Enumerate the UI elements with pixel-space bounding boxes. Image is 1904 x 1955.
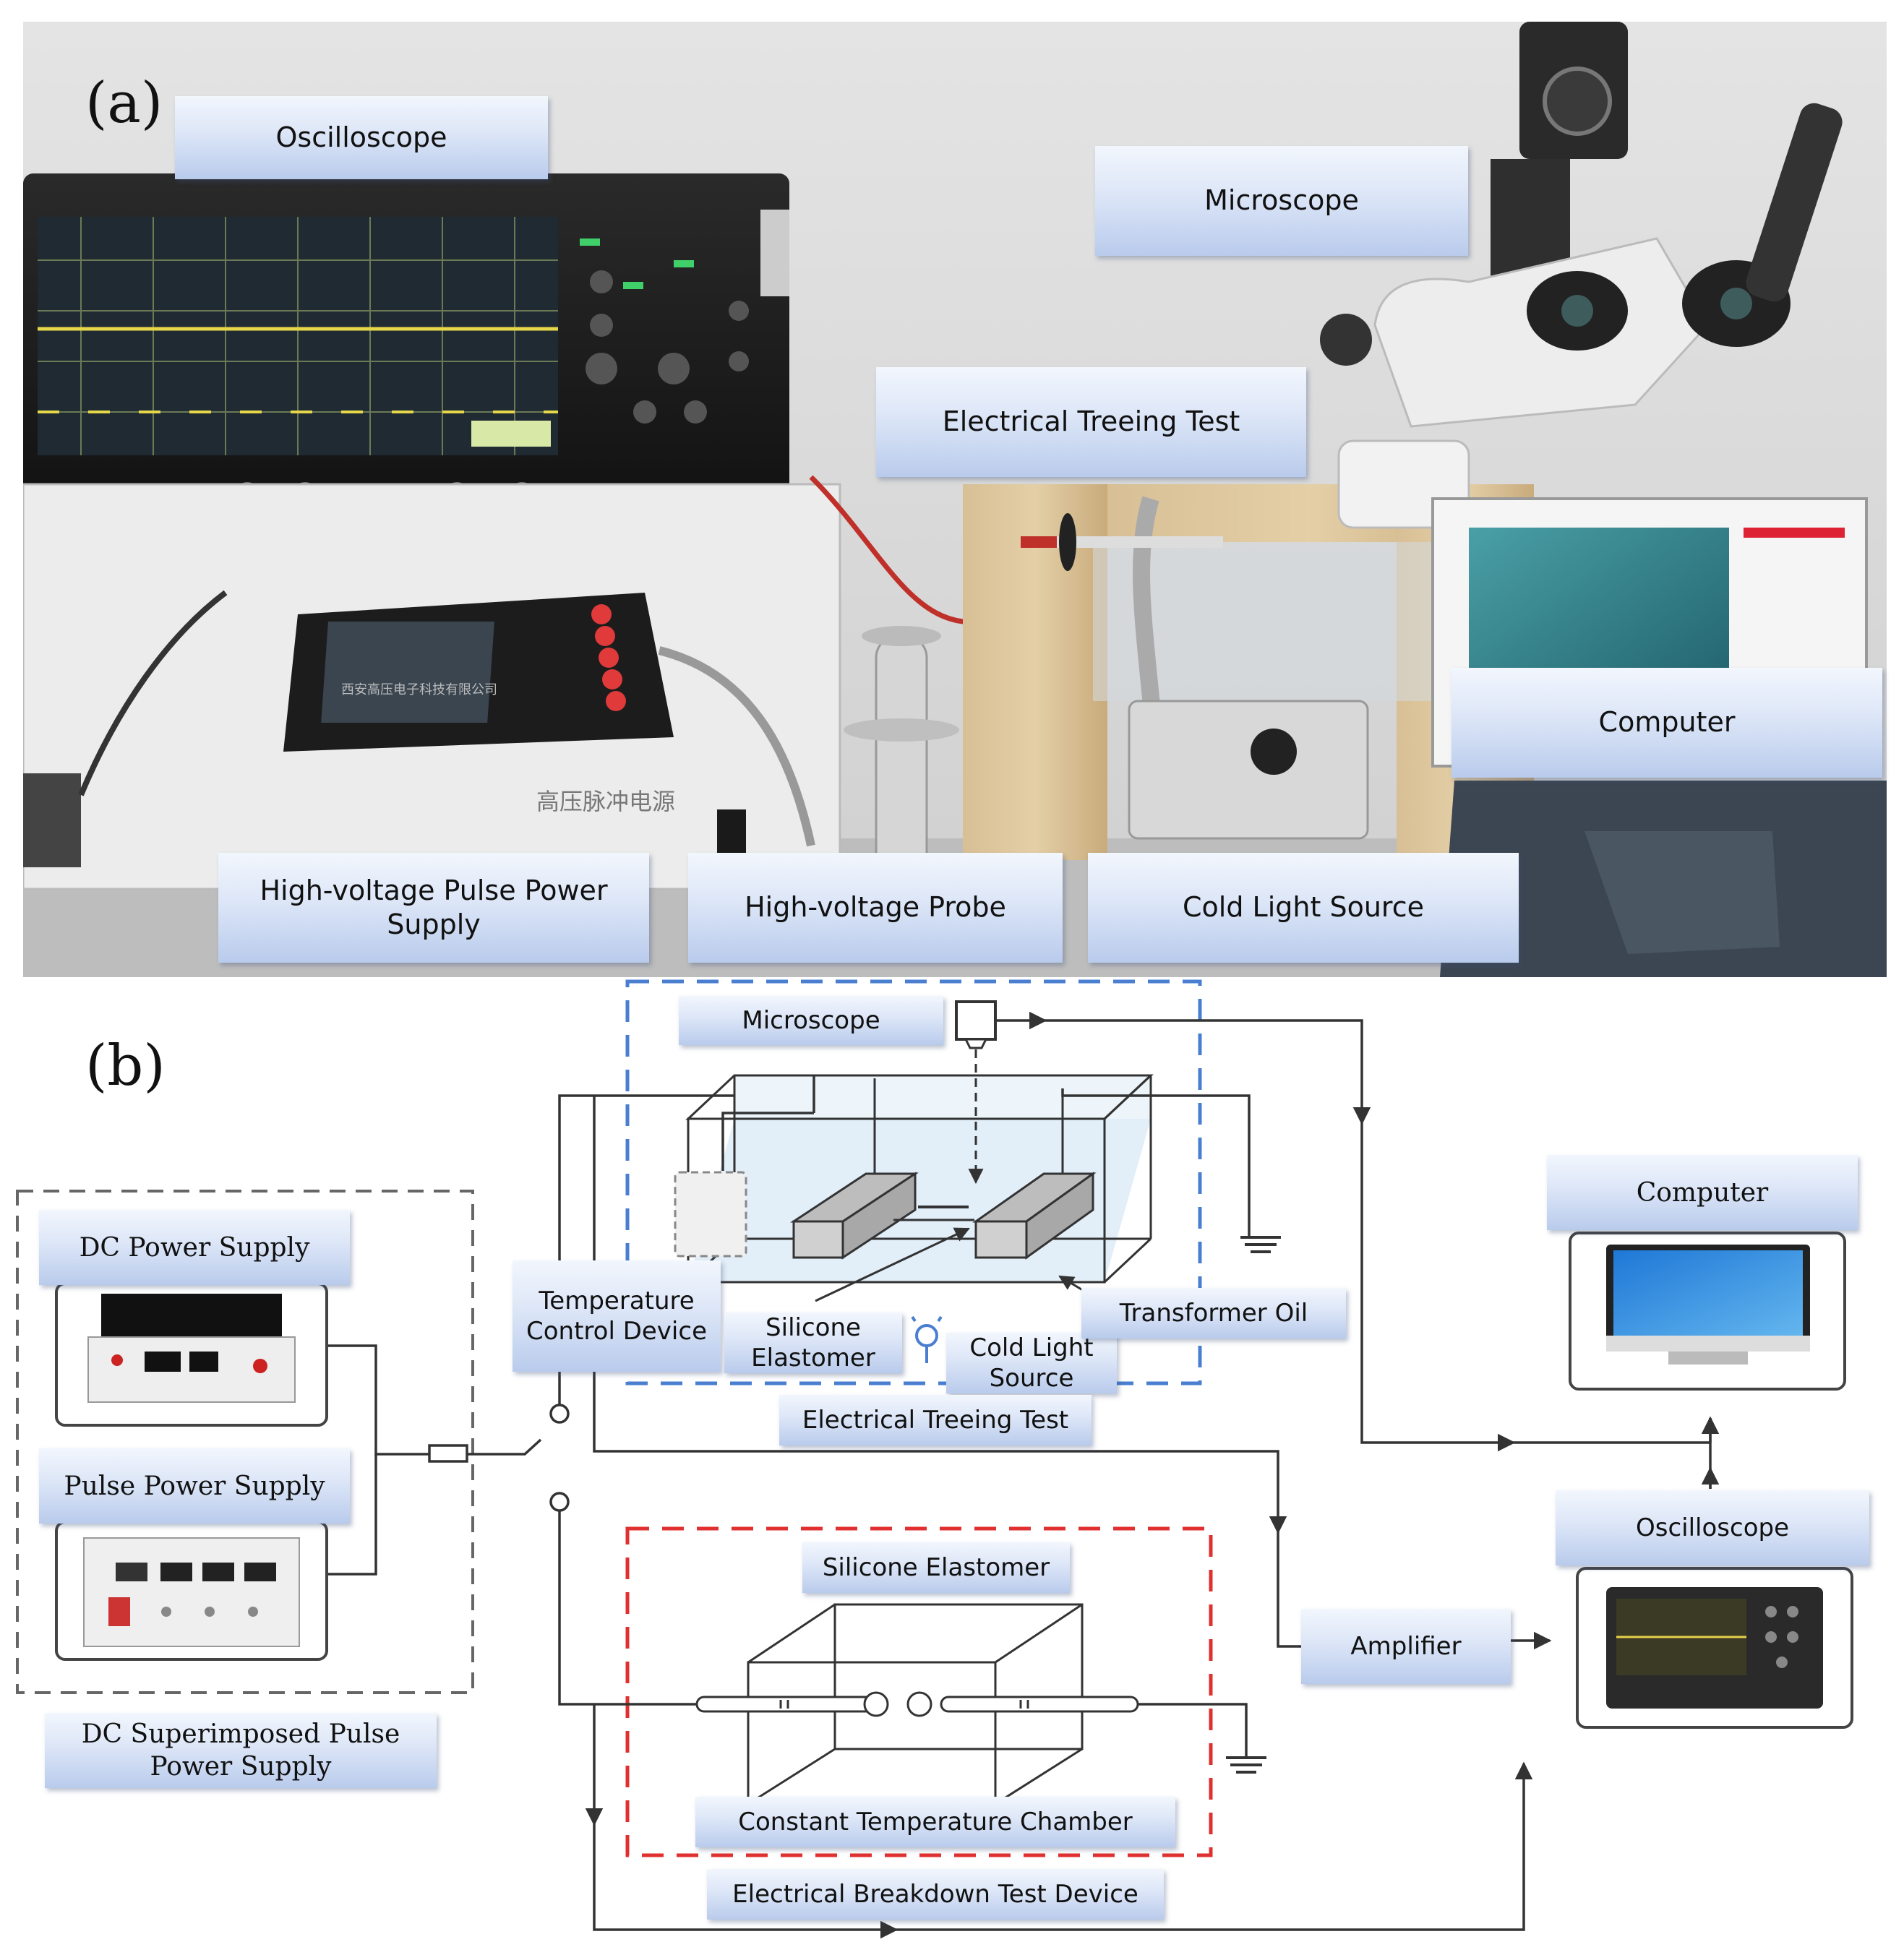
label-b-dc-superimposed-pulse-power-supply: DC Superimposed Pulse Power Supply	[45, 1713, 437, 1788]
hv-cable	[658, 646, 815, 847]
label-b-amplifier: Amplifier	[1301, 1609, 1511, 1684]
label-a-oscilloscope: Oscilloscope	[175, 96, 548, 179]
silicone-pointer	[815, 1227, 970, 1302]
label-b-microscope: Microscope	[679, 996, 943, 1045]
cold-light-source-device	[1128, 496, 1369, 840]
hv-probe-device	[844, 626, 959, 876]
ground-symbol-top	[1240, 1236, 1281, 1253]
label-b-temperature-control-device: Temperature Control Device	[513, 1260, 721, 1372]
panel-b-letter: (b)	[85, 1034, 166, 1099]
label-b-oscilloscope: Oscilloscope	[1556, 1490, 1869, 1565]
label-a-hv-probe: High-voltage Probe	[688, 853, 1063, 963]
dc-superimposed-boundary	[16, 1190, 474, 1694]
label-b-silicone-elastomer-bottom: Silicone Elastomer	[802, 1542, 1070, 1593]
label-b-electrical-treeing-test: Electrical Treeing Test	[779, 1395, 1092, 1445]
oscilloscope-device	[23, 173, 789, 520]
treeing-test-cell	[1021, 513, 1223, 571]
treeing-test-boundary	[625, 979, 1202, 1385]
computer-device	[1569, 1232, 1846, 1391]
label-b-computer: Computer	[1547, 1155, 1858, 1230]
label-b-silicone-elastomer-top: Silicone Elastomer	[724, 1312, 902, 1373]
cold-light-bulb-icon	[911, 1315, 943, 1363]
microscope-device	[1320, 22, 1843, 529]
photo-panel-a: 西安高压电子科技有限公司 高压脉冲电源	[23, 22, 1887, 977]
psu-brand-text: 高压脉冲电源	[536, 788, 675, 815]
label-b-dc-power-supply: DC Power Supply	[39, 1210, 350, 1285]
dc-power-supply-device	[55, 1282, 328, 1427]
treeing-cell-drawing	[685, 1074, 1154, 1284]
label-a-electrical-treeing-test: Electrical Treeing Test	[876, 367, 1306, 477]
label-b-transformer-oil: Transformer Oil	[1081, 1288, 1346, 1339]
temperature-control-device	[674, 1171, 747, 1258]
oscilloscope-b-device	[1576, 1567, 1853, 1729]
black-cable	[78, 590, 228, 796]
label-b-pulse-power-supply: Pulse Power Supply	[39, 1448, 350, 1524]
breakdown-test-boundary	[625, 1526, 1213, 1857]
label-b-constant-temperature-chamber: Constant Temperature Chamber	[695, 1797, 1175, 1847]
label-a-cold-light-source: Cold Light Source	[1088, 853, 1519, 963]
pulse-power-supply-device	[55, 1521, 328, 1661]
box-brand-text: 西安高压电子科技有限公司	[341, 682, 497, 697]
label-b-cold-light-source: Cold Light Source	[946, 1333, 1117, 1393]
hv-pulse-power-supply-device: 西安高压电子科技有限公司 高压脉冲电源	[23, 483, 841, 890]
label-a-hv-pulse-power-supply: High-voltage Pulse Power Supply	[218, 853, 649, 963]
label-a-microscope: Microscope	[1095, 146, 1468, 256]
ground-symbol-bottom	[1226, 1756, 1266, 1774]
panel-a-letter: (a)	[85, 71, 163, 136]
breakdown-chamber-drawing	[695, 1603, 1139, 1805]
label-b-electrical-breakdown-test-device: Electrical Breakdown Test Device	[707, 1869, 1164, 1920]
label-a-computer: Computer	[1451, 668, 1882, 778]
microscope-camera	[955, 1000, 997, 1041]
